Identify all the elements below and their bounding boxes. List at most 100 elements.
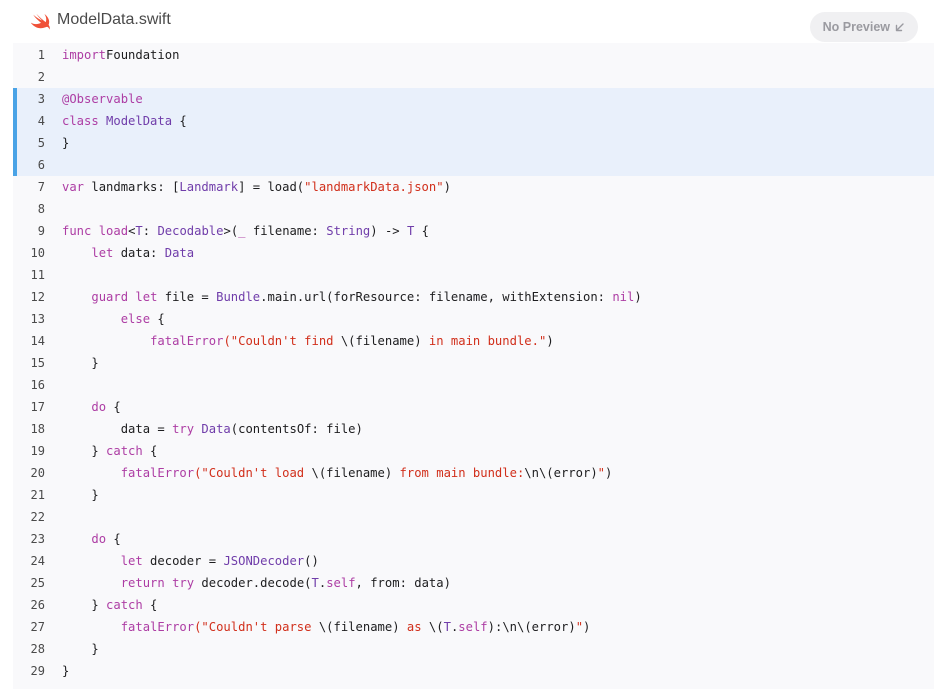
line-number: 21	[30, 488, 45, 502]
line-number: 15	[30, 356, 45, 370]
code-token: ):\n\(error)	[487, 620, 576, 634]
code-token: Decodable	[157, 224, 224, 238]
code-line: 25 return try decoder.decode(T.self, fro…	[13, 572, 934, 594]
file-name: ModelData.swift	[57, 11, 171, 28]
code-line: 10 let data: Data	[13, 242, 934, 264]
code-line: 18 data = try Data(contentsOf: file)	[13, 418, 934, 440]
code-token: do	[91, 532, 107, 546]
line-number: 23	[30, 532, 45, 546]
code-token: (contentsOf: file)	[230, 422, 363, 436]
code-line: 6	[13, 154, 934, 176]
code-token: try	[172, 576, 195, 590]
code-token: :	[142, 224, 158, 238]
code-token: data =	[62, 422, 173, 436]
arrow-down-left-icon	[895, 22, 904, 31]
line-number: 26	[30, 598, 45, 612]
code-token: nil	[612, 290, 635, 304]
code-token	[62, 620, 121, 634]
line-number: 5	[37, 136, 45, 150]
line-number: 12	[30, 290, 45, 304]
code-token: catch	[106, 598, 143, 612]
code-token: Data	[201, 422, 231, 436]
code-token: ModelData	[106, 114, 173, 128]
code-text: @Observable	[62, 88, 143, 110]
line-number: 20	[30, 466, 45, 480]
code-text: do {	[62, 396, 121, 418]
code-token	[91, 224, 98, 238]
code-token: ("Couldn't load	[194, 466, 312, 480]
code-token: Landmark	[179, 180, 239, 194]
code-line: 13 else {	[13, 308, 934, 330]
code-token: catch	[106, 444, 143, 458]
code-token: )	[546, 334, 554, 348]
code-line: 28 }	[13, 638, 934, 660]
line-number: 3	[37, 92, 45, 106]
code-token: ("Couldn't find	[223, 334, 341, 348]
line-number: 24	[30, 554, 45, 568]
line-number: 8	[37, 202, 45, 216]
code-token: String	[326, 224, 371, 238]
code-token: ("Couldn't parse	[194, 620, 319, 634]
file-header: ModelData.swift No Preview	[13, 0, 934, 43]
code-token: {	[106, 400, 121, 414]
code-token	[62, 576, 121, 590]
line-number: 22	[30, 510, 45, 524]
code-token: load	[98, 224, 129, 238]
code-token: }	[62, 488, 99, 502]
code-line: 5}	[13, 132, 934, 154]
code-token: import	[62, 48, 107, 62]
code-text: data = try Data(contentsOf: file)	[62, 418, 363, 440]
code-token: .	[318, 576, 327, 590]
line-number: 7	[37, 180, 45, 194]
line-number: 19	[30, 444, 45, 458]
code-token: )	[605, 466, 613, 480]
code-token: }	[62, 642, 99, 656]
code-token: {	[150, 312, 165, 326]
code-token: var	[62, 180, 85, 194]
code-token: Foundation	[106, 48, 180, 62]
code-token: }	[62, 136, 70, 150]
code-token: }	[62, 664, 70, 678]
code-token: "	[575, 620, 584, 634]
code-text: }	[62, 132, 69, 154]
code-token	[62, 466, 121, 480]
code-line: 23 do {	[13, 528, 934, 550]
code-token: filename:	[245, 224, 327, 238]
code-text: class ModelData {	[62, 110, 187, 132]
code-text: }	[62, 484, 99, 506]
code-token: else	[120, 312, 151, 326]
code-line: 20 fatalError("Couldn't load \(filename)…	[13, 462, 934, 484]
code-text: guard let file = Bundle.main.url(forReso…	[62, 286, 641, 308]
line-number: 25	[30, 576, 45, 590]
code-token	[62, 246, 91, 260]
line-number: 17	[30, 400, 45, 414]
swift-icon	[30, 13, 50, 30]
code-line: 21 }	[13, 484, 934, 506]
code-token: {	[172, 114, 187, 128]
code-token: class	[62, 114, 99, 128]
code-text: else {	[62, 308, 165, 330]
code-text: }	[62, 638, 99, 660]
code-token: ()	[304, 554, 319, 568]
code-text: let data: Data	[62, 242, 194, 264]
code-token: \(filename)	[340, 334, 422, 348]
code-text: func load<T: Decodable>(_ filename: Stri…	[62, 220, 429, 242]
code-token: )	[443, 180, 451, 194]
code-line: 17 do {	[13, 396, 934, 418]
code-token: let	[135, 290, 158, 304]
code-line: 27 fatalError("Couldn't parse \(filename…	[13, 616, 934, 638]
code-line: 3 @Observable	[13, 88, 934, 110]
code-token: T	[311, 576, 319, 590]
code-text: do {	[62, 528, 120, 550]
line-number: 9	[37, 224, 45, 238]
code-token: "landmarkData.json"	[304, 180, 444, 194]
line-number: 28	[30, 642, 45, 656]
code-line: 12 guard let file = Bundle.main.url(forR…	[13, 286, 934, 308]
code-line: 19 } catch {	[13, 440, 934, 462]
code-token: .main.url(forResource: filename, withExt…	[260, 290, 613, 304]
code-token: try	[172, 422, 195, 436]
no-preview-button[interactable]: No Preview	[809, 12, 918, 42]
